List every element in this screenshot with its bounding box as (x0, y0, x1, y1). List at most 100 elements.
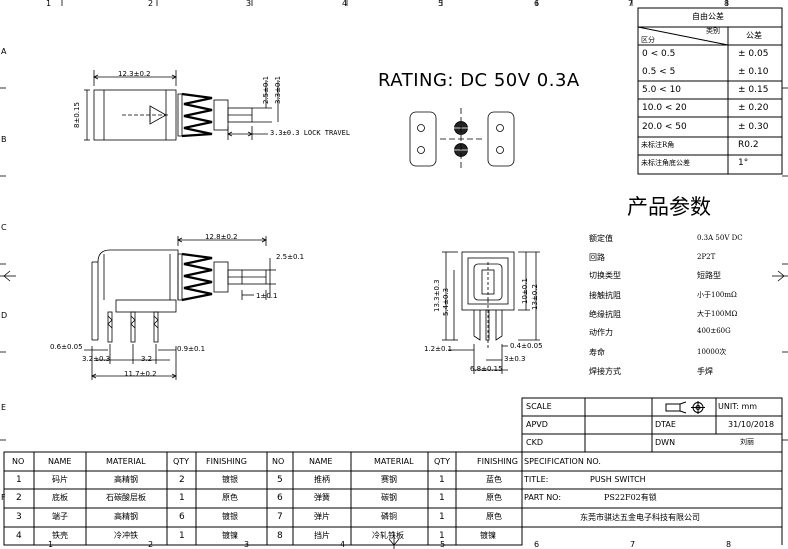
bom-material-4: 冷冲铁 (114, 531, 138, 540)
centering-marks (0, 270, 788, 549)
part-label: PART NO: (524, 493, 562, 502)
front-view (442, 251, 540, 374)
zone-number-1: 1 (46, 0, 52, 8)
dim-top-d1: 2.5±0.1 (262, 75, 270, 104)
tolerance-range-4: 10.0 < 20 (642, 103, 687, 113)
zone-number-3: 3 (246, 0, 252, 8)
bom-qty-2: 1 (179, 493, 185, 503)
zone-letter-e: E (1, 403, 7, 412)
dim-front-h4: 13±0.2 (531, 284, 539, 310)
zone-number-5: 5 (438, 0, 444, 8)
bom-finishing-4: 镀镍 (222, 531, 238, 540)
bom-header-no: NO (12, 457, 25, 466)
zone-number-6: 6 (534, 0, 540, 8)
top-view (84, 70, 279, 141)
bom-finishing-2: 原色 (222, 493, 238, 502)
bom-header-no-2: NO (272, 457, 285, 466)
tolerance-range-1: 0 < 0.5 (642, 49, 676, 59)
date-label: DTAE (655, 420, 676, 429)
bom-finishing-6: 原色 (486, 493, 502, 502)
dim-front-pitch: 3±0.3 (504, 355, 526, 363)
dim-top-d2: 3.3±0.1 (274, 75, 282, 104)
param-value-3: 短路型 (697, 271, 721, 280)
param-value-2: 2P2T (697, 253, 716, 261)
side-view (84, 236, 276, 380)
bom-qty-4: 1 (179, 531, 185, 541)
zone-number-8-bottom: 8 (726, 540, 732, 549)
tolerance-table-lines (637, 7, 783, 175)
param-label-4: 接触抗阻 (589, 291, 621, 300)
bom-header-qty: QTY (173, 457, 190, 466)
tolerance-range-2: 0.5 < 5 (642, 67, 676, 77)
bom-no-6: 6 (277, 493, 283, 503)
bom-name-7: 弹片 (314, 512, 330, 521)
zone-number-7-bottom: 7 (630, 540, 636, 549)
tolerance-range-3: 5.0 < 10 (642, 85, 682, 95)
tolerance-value-1: ± 0.05 (738, 49, 769, 59)
tolerance-col-range: 区分 (641, 36, 655, 44)
bom-qty-5: 1 (439, 475, 445, 485)
bom-no-8: 8 (277, 531, 283, 541)
zone-number-2-bottom: 2 (148, 540, 154, 549)
param-label-8: 焊接方式 (589, 367, 621, 376)
zone-number-8: 8 (724, 0, 730, 8)
tolerance-range-6: 未标注R角 (641, 141, 675, 149)
zone-number-5-bottom: 5 (440, 540, 446, 549)
zone-letter-c: C (1, 223, 7, 232)
tolerance-range-5: 20.0 < 50 (642, 122, 687, 132)
bom-finishing-8: 镀镍 (480, 531, 496, 540)
zone-ticks (0, 0, 788, 441)
bom-qty-7: 1 (439, 512, 445, 522)
bom-material-1: 高精钢 (114, 475, 138, 484)
spec-label: SPECIFICATION NO. (524, 457, 601, 466)
param-value-5: 大于100MΩ (697, 310, 738, 318)
zone-number-7: 7 (628, 0, 634, 8)
dim-front-h2: 5.4±0.3 (442, 287, 450, 316)
zone-number-1-bottom: 1 (48, 540, 54, 549)
scale-label: SCALE (526, 402, 552, 411)
dim-front-pin-width: 0.4±0.05 (510, 342, 543, 350)
dim-front-pin-length: 1.2±0.1 (424, 345, 453, 353)
unit-label: UNIT: mm (718, 402, 758, 411)
param-label-2: 回路 (589, 253, 605, 262)
tolerance-title: 自由公差 (692, 12, 724, 21)
bom-name-4: 铁壳 (52, 531, 68, 540)
bom-name-1: 码片 (52, 475, 68, 484)
pcb-pattern (409, 108, 515, 170)
bom-no-4: 4 (16, 531, 22, 541)
dim-side-pitch-1: 3.2±0.3 (82, 355, 111, 363)
param-label-3: 切换类型 (589, 271, 621, 280)
bom-name-3: 端子 (52, 512, 68, 521)
dim-side-total: 11.7±0.2 (124, 370, 157, 378)
bom-material-3: 高精钢 (114, 512, 138, 521)
drawn-by: 刘丽 (740, 438, 754, 446)
dim-side-pin-width: 0.6±0.05 (50, 343, 83, 351)
params-title: 产品参数 (627, 195, 711, 219)
bom-qty-1: 2 (179, 475, 185, 485)
param-value-4: 小于100mΩ (697, 291, 737, 299)
zone-number-3-bottom: 3 (244, 540, 250, 549)
bom-header-material: MATERIAL (106, 457, 146, 466)
date-value: 31/10/2018 (728, 420, 775, 429)
zone-letter-d: D (1, 311, 8, 320)
param-value-6: 400±60G (697, 327, 731, 335)
zone-number-6-bottom: 6 (534, 540, 540, 549)
bom-finishing-3: 镀银 (222, 512, 238, 521)
bom-no-1: 1 (16, 475, 22, 485)
bom-header-name: NAME (48, 457, 72, 466)
dim-top-width: 12.3±0.2 (118, 70, 151, 78)
param-label-1: 额定值 (589, 234, 613, 243)
bom-finishing-7: 原色 (486, 512, 502, 521)
dim-side-width: 12.8±0.2 (205, 233, 238, 241)
dwn-label: DWN (655, 438, 676, 447)
bom-table-lines (3, 451, 523, 546)
title-value: PUSH SWITCH (590, 475, 646, 484)
dim-side-pitch-2: 3.2 (141, 355, 153, 363)
param-value-7: 10000次 (697, 348, 727, 356)
dim-side-d2: 1±0.1 (256, 292, 278, 300)
title-block-lines (521, 397, 783, 545)
bom-name-8: 挡片 (314, 531, 330, 540)
bom-no-7: 7 (277, 512, 283, 522)
title-label: TITLE: (524, 475, 549, 484)
